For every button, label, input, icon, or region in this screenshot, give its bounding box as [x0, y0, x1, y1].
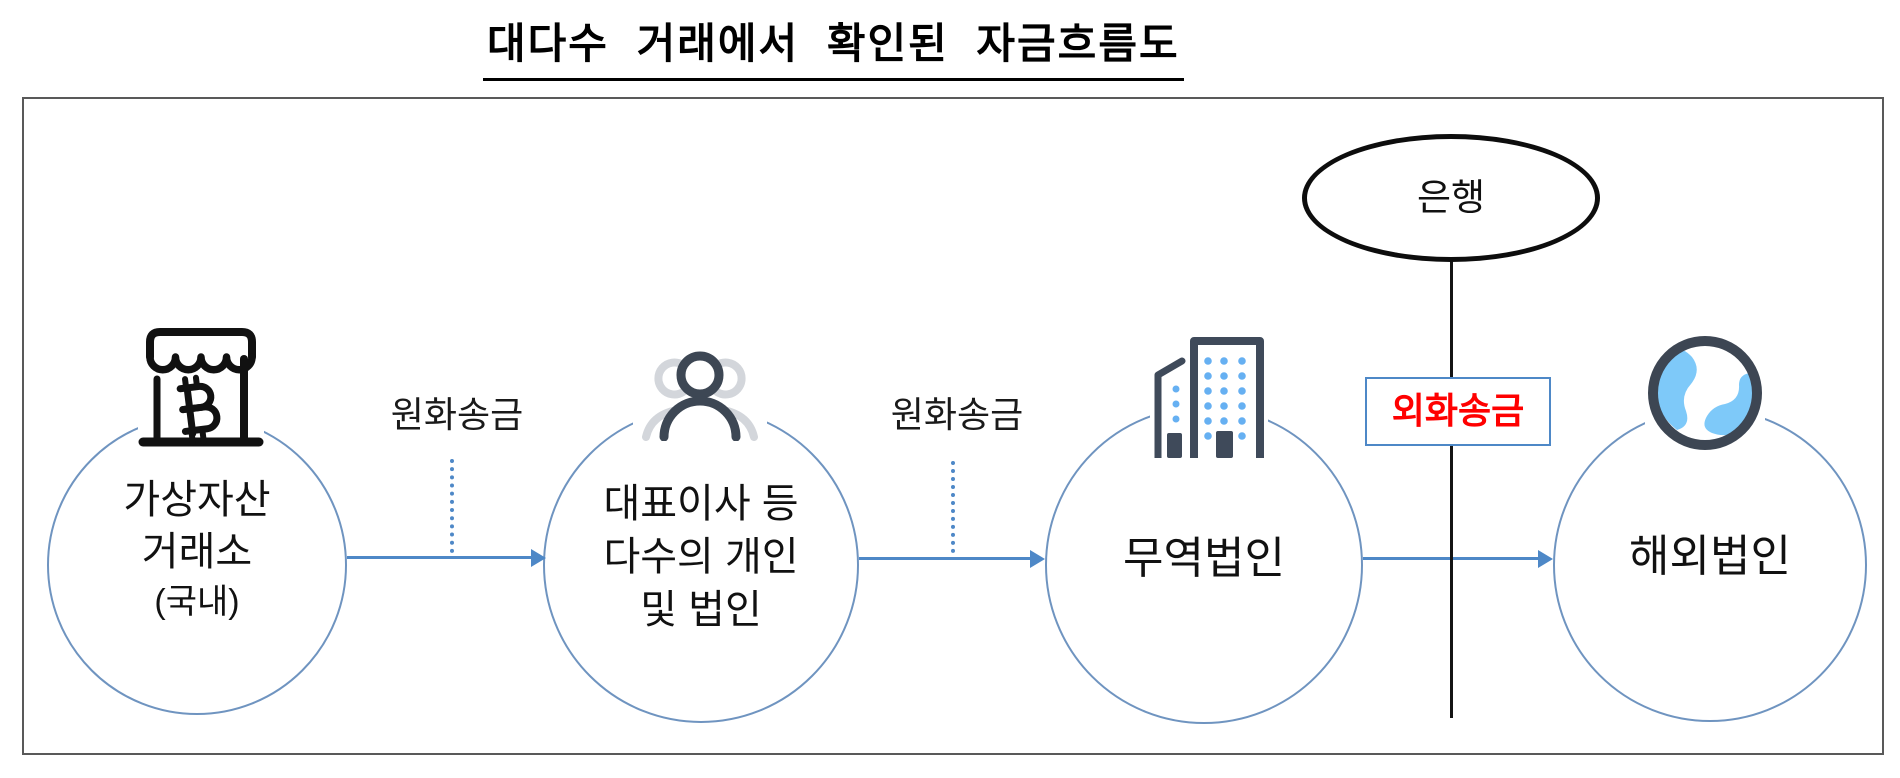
dotted-callout-line: [951, 461, 955, 553]
node-overseas-corp: [1553, 408, 1867, 722]
label-krw-transfer-2: 원화송금: [890, 394, 1024, 435]
arrow-individuals-to-trading: [859, 557, 1031, 560]
node-label-line: 해외법인: [1629, 532, 1791, 581]
node-individuals: [543, 407, 859, 723]
node-label-line: 대표이사 등: [603, 482, 799, 526]
arrowhead-icon: [531, 549, 546, 567]
dotted-callout-line: [450, 459, 454, 553]
buildings-icon: [1150, 331, 1268, 458]
node-label-trading-corp: 무역법인: [1045, 534, 1363, 584]
diagram-title: 대다수 거래에서 확인된 자금흐름도: [483, 10, 1184, 81]
arrowhead-icon: [1030, 550, 1045, 568]
node-label-line: 다수의 개인: [603, 535, 799, 579]
node-label-line: 거래소: [141, 530, 253, 574]
label-fx-transfer: 외화송금: [1365, 377, 1551, 446]
bitcoin-storefront-icon: [138, 323, 264, 449]
bank-connector-line: [1450, 261, 1453, 718]
node-label-crypto-exchange: 가상자산 거래소 (국내): [47, 474, 347, 626]
node-crypto-exchange: [47, 415, 347, 715]
arrow-exchange-to-individuals: [347, 556, 532, 559]
globe-icon: [1645, 332, 1765, 455]
node-label-line: 가상자산: [123, 478, 271, 522]
node-label-line: 무역법인: [1123, 534, 1285, 583]
node-label-individuals: 대표이사 등 다수의 개인 및 법인: [543, 478, 859, 637]
node-trading-corp: [1045, 406, 1363, 724]
node-label-line: (국내): [154, 583, 240, 621]
node-label-overseas-corp: 해외법인: [1553, 532, 1867, 582]
label-krw-transfer-1: 원화송금: [390, 394, 524, 435]
bank-ellipse: 은행: [1302, 134, 1600, 262]
node-label-line: 및 법인: [640, 588, 762, 632]
arrowhead-icon: [1538, 550, 1553, 568]
people-icon: [633, 345, 767, 441]
